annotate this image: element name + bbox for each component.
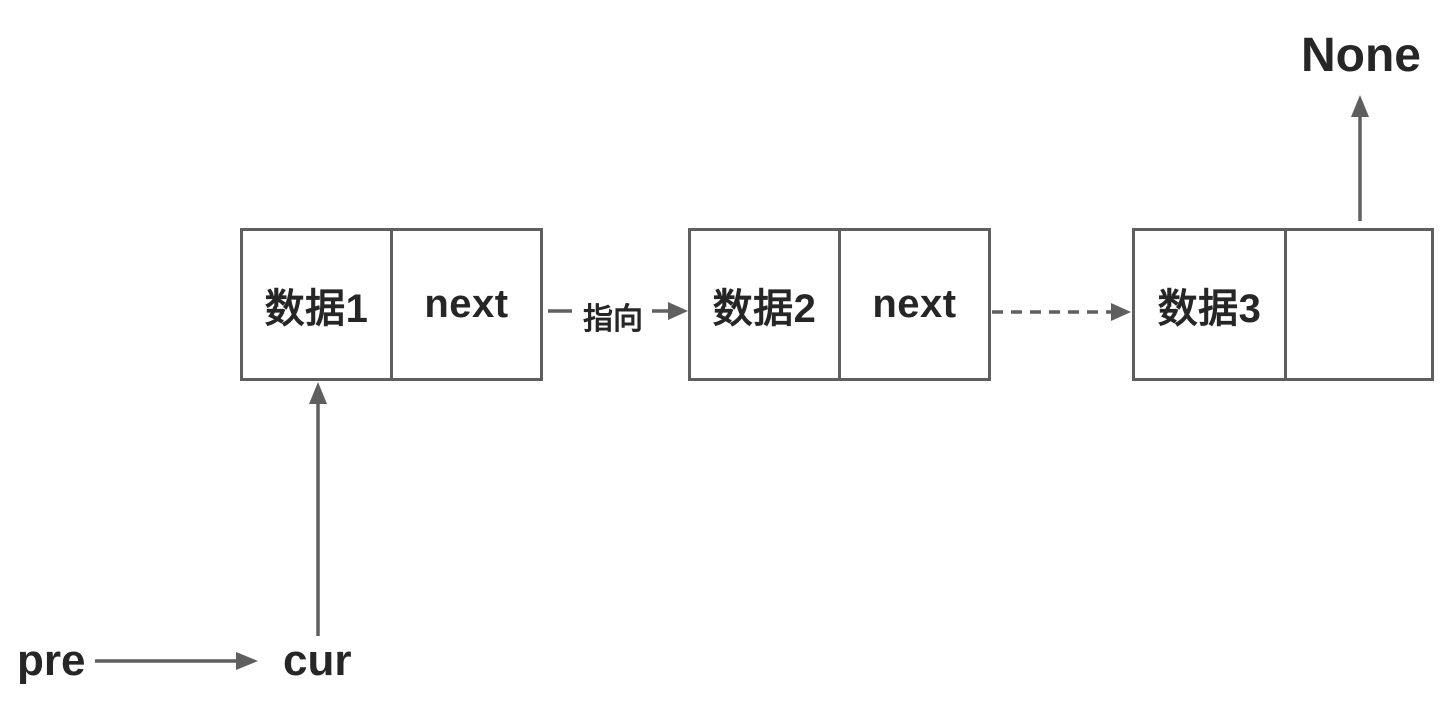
pre-pointer-label: pre <box>17 636 86 685</box>
cur-pointer-label: cur <box>283 636 352 685</box>
node-1-data-label: 数据1 <box>264 286 369 331</box>
node-1-next-cell: next <box>393 231 540 378</box>
edge-pre-cur-arrowhead <box>236 652 258 670</box>
edge-node3-none-arrowhead <box>1351 95 1369 117</box>
node-1: 数据1 next <box>240 228 543 381</box>
edge-node2-node3-arrowhead <box>1111 303 1131 321</box>
node-2-data-label: 数据2 <box>712 286 817 331</box>
node-1-next-label: next <box>424 282 509 326</box>
node-3-data-label: 数据3 <box>1157 286 1262 331</box>
edge-node1-node2-arrowhead <box>668 302 688 320</box>
node-2-next-cell: next <box>841 231 988 378</box>
node-2-data-cell: 数据2 <box>691 231 841 378</box>
node-3-next-cell <box>1287 231 1431 378</box>
node-1-data-cell: 数据1 <box>243 231 393 378</box>
edge-cur-node1-arrowhead <box>309 382 327 404</box>
node-2-next-label: next <box>872 282 957 326</box>
none-label: None <box>1301 29 1421 82</box>
node-3-data-cell: 数据3 <box>1135 231 1287 378</box>
edge-node1-node2-label: 指向 <box>583 303 643 336</box>
node-2: 数据2 next <box>688 228 991 381</box>
node-3: 数据3 <box>1132 228 1434 381</box>
